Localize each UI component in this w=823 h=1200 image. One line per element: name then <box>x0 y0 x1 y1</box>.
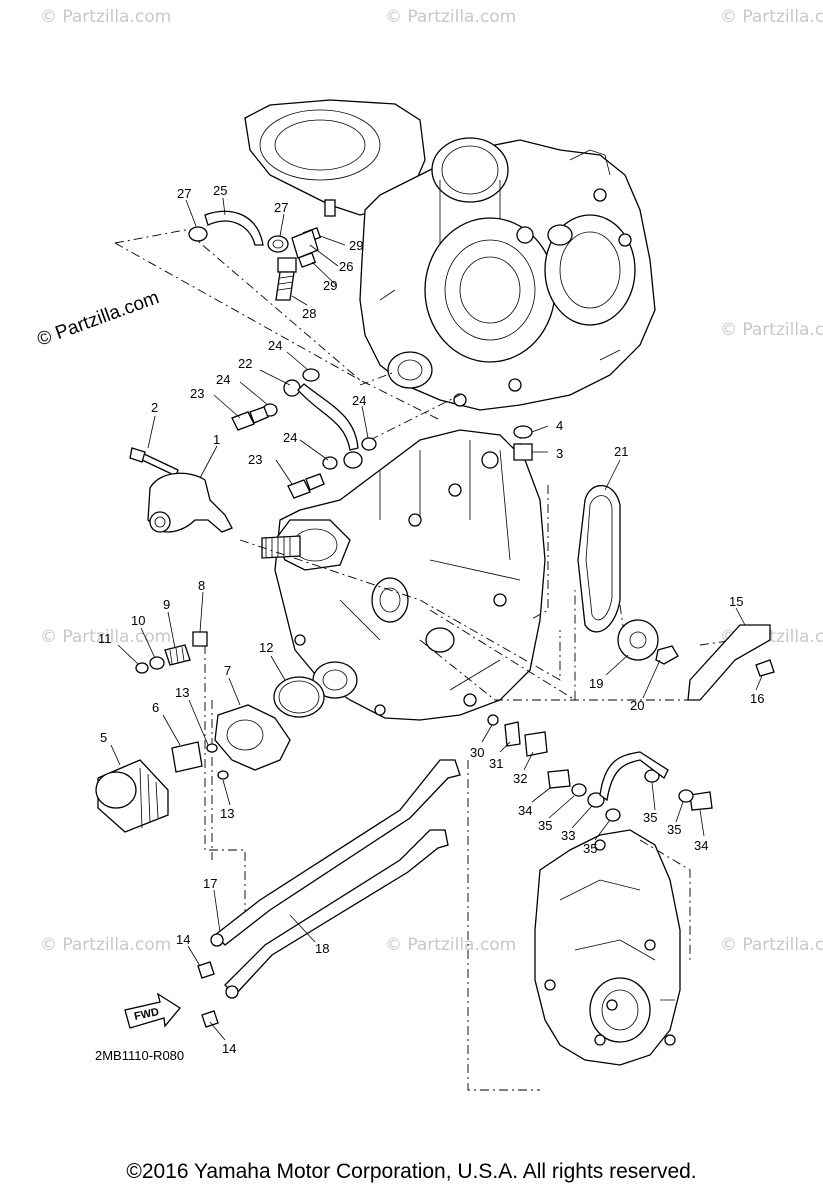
callout-9: 9 <box>163 597 170 612</box>
callout-26: 26 <box>339 259 353 274</box>
callout-19: 19 <box>589 676 603 691</box>
callout-27: 27 <box>274 200 288 215</box>
callout-29: 29 <box>349 238 363 253</box>
callout-34: 34 <box>518 803 532 818</box>
watermark: © Partzilla.com <box>40 7 171 27</box>
callout-8: 8 <box>198 578 205 593</box>
callout-30: 30 <box>470 745 484 760</box>
callout-15: 15 <box>729 594 743 609</box>
callout-22: 22 <box>238 356 252 371</box>
crankcase-cover <box>534 829 681 1066</box>
watermark: © Partzilla.com <box>385 7 516 27</box>
callout-23: 23 <box>248 452 262 467</box>
fwd-arrow: FWD <box>124 992 181 1029</box>
callout-1: 1 <box>213 432 220 447</box>
callout-6: 6 <box>152 700 159 715</box>
callout-4: 4 <box>556 418 563 433</box>
fwd-label: FWD <box>133 1006 160 1023</box>
callout-3: 3 <box>556 446 563 461</box>
callout-14: 14 <box>222 1041 236 1056</box>
upper-crankcase <box>244 99 656 411</box>
callout-20: 20 <box>630 698 644 713</box>
callout-10: 10 <box>131 613 145 628</box>
callout-5: 5 <box>100 730 107 745</box>
callout-2: 2 <box>151 400 158 415</box>
callout-numbers: 27 25 27 29 26 29 28 24 22 24 23 24 24 2… <box>98 183 764 1056</box>
callout-12: 12 <box>259 640 273 655</box>
callout-7: 7 <box>224 663 231 678</box>
callout-13: 13 <box>175 685 189 700</box>
oil-pipes <box>197 759 461 1028</box>
callout-35: 35 <box>643 810 657 825</box>
watermark: © Partzilla.com <box>720 7 823 27</box>
callout-33: 33 <box>561 828 575 843</box>
small-parts <box>95 199 775 833</box>
connection-lines <box>114 229 736 1091</box>
callout-11: 11 <box>98 631 112 646</box>
callout-18: 18 <box>315 941 329 956</box>
callout-21: 21 <box>614 444 628 459</box>
watermark: © Partzilla.com <box>40 935 171 955</box>
callout-13: 13 <box>220 806 234 821</box>
callout-24: 24 <box>352 393 366 408</box>
callout-29: 29 <box>323 278 337 293</box>
callout-25: 25 <box>213 183 227 198</box>
callout-35: 35 <box>538 818 552 833</box>
watermark: © Partzilla.com <box>40 627 171 647</box>
callout-35: 35 <box>583 841 597 856</box>
leader-lines <box>110 197 763 1041</box>
watermark-dark: © Partzilla.com <box>35 287 162 351</box>
watermark: © Partzilla.com <box>385 935 516 955</box>
callout-23: 23 <box>190 386 204 401</box>
watermark: © Partzilla.com <box>720 935 823 955</box>
callout-14: 14 <box>176 932 190 947</box>
callout-24: 24 <box>216 372 230 387</box>
copyright-notice: ©2016 Yamaha Motor Corporation, U.S.A. A… <box>126 1160 697 1183</box>
watermark: © Partzilla.com <box>720 320 823 340</box>
callout-16: 16 <box>750 691 764 706</box>
callout-34: 34 <box>694 838 708 853</box>
callout-24: 24 <box>268 338 282 353</box>
callout-32: 32 <box>513 771 527 786</box>
diagram-code: 2MB1110-R080 <box>95 1048 184 1063</box>
callout-24: 24 <box>283 430 297 445</box>
callout-17: 17 <box>203 876 217 891</box>
callout-27: 27 <box>177 186 191 201</box>
callout-28: 28 <box>302 306 316 321</box>
callout-31: 31 <box>489 756 503 771</box>
lower-crankcase <box>261 429 546 721</box>
callout-35: 35 <box>667 822 681 837</box>
